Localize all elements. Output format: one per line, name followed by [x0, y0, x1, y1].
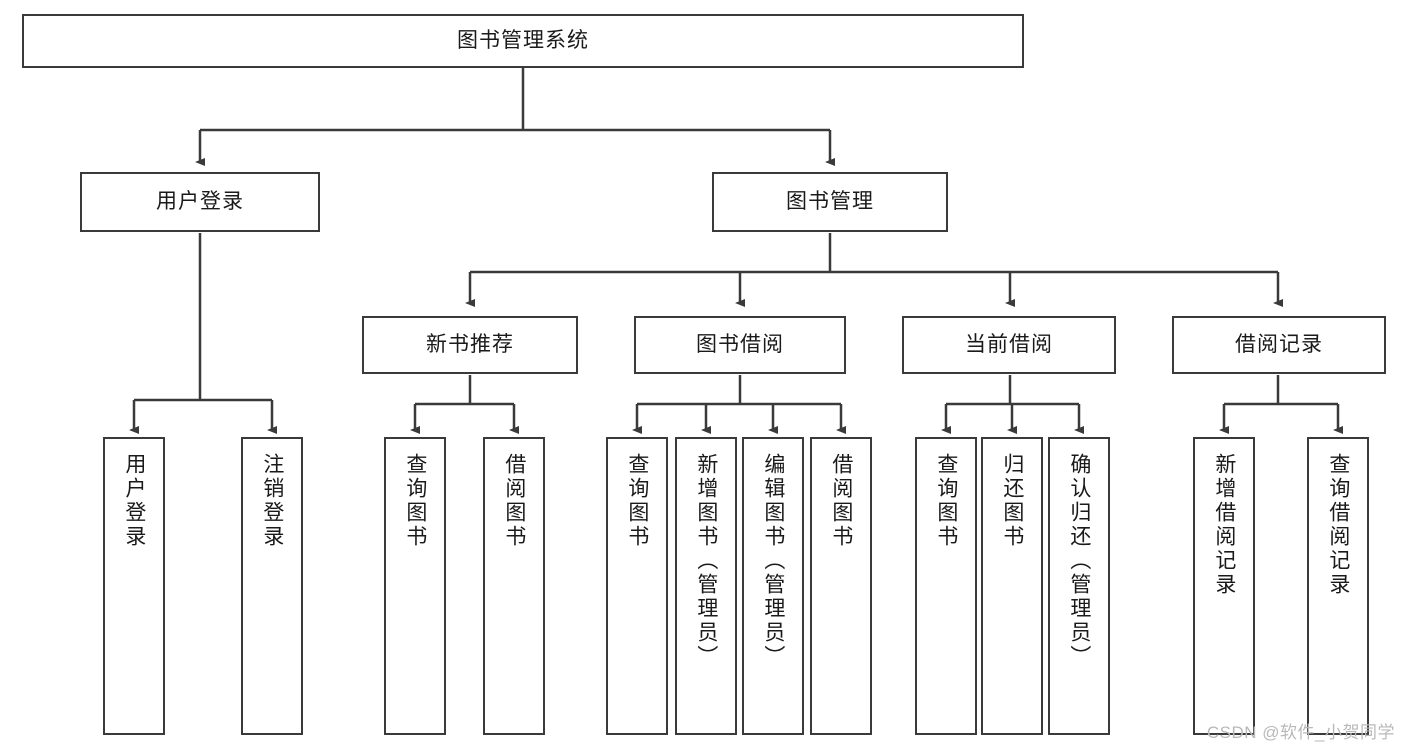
leaf-logout[interactable]: 注销登录: [241, 437, 303, 735]
leaf-edit-book-label: 编辑图书（管理员）: [761, 453, 785, 669]
leaf-return-book[interactable]: 归还图书: [981, 437, 1043, 735]
leaf-add-record-label: 新增借阅记录: [1212, 453, 1236, 597]
leaf-logout-label: 注销登录: [260, 453, 284, 549]
leaf-query-book-1[interactable]: 查询图书: [384, 437, 446, 735]
leaf-add-book[interactable]: 新增图书（管理员）: [675, 437, 737, 735]
leaf-confirm-return-label: 确认归还（管理员）: [1067, 453, 1091, 669]
leaf-borrow-book-2-label: 借阅图书: [829, 453, 853, 549]
leaf-user-login[interactable]: 用户登录: [103, 437, 165, 735]
node-root-label: 图书管理系统: [457, 29, 589, 53]
leaf-query-book-3[interactable]: 查询图书: [915, 437, 977, 735]
leaf-query-book-1-label: 查询图书: [403, 453, 427, 549]
leaf-query-record[interactable]: 查询借阅记录: [1307, 437, 1369, 735]
leaf-edit-book[interactable]: 编辑图书（管理员）: [742, 437, 804, 735]
node-book-borrow-label: 图书借阅: [696, 333, 784, 357]
node-book-manage-label: 图书管理: [786, 190, 874, 214]
node-current-borrow[interactable]: 当前借阅: [902, 316, 1116, 374]
leaf-return-book-label: 归还图书: [1000, 453, 1024, 549]
leaf-borrow-book-1[interactable]: 借阅图书: [483, 437, 545, 735]
leaf-add-record[interactable]: 新增借阅记录: [1193, 437, 1255, 735]
leaf-query-book-2-label: 查询图书: [625, 453, 649, 549]
leaf-query-book-2[interactable]: 查询图书: [606, 437, 668, 735]
watermark: CSDN @软件_小贺同学: [1206, 723, 1395, 742]
node-user-login[interactable]: 用户登录: [80, 172, 320, 232]
leaf-user-login-label: 用户登录: [122, 453, 146, 549]
leaf-add-book-label: 新增图书（管理员）: [694, 453, 718, 669]
node-new-book-recommend[interactable]: 新书推荐: [362, 316, 578, 374]
leaf-borrow-book-1-label: 借阅图书: [502, 453, 526, 549]
node-user-login-label: 用户登录: [156, 190, 244, 214]
leaf-confirm-return[interactable]: 确认归还（管理员）: [1048, 437, 1110, 735]
leaf-borrow-book-2[interactable]: 借阅图书: [810, 437, 872, 735]
node-root[interactable]: 图书管理系统: [22, 14, 1024, 68]
leaf-query-book-3-label: 查询图书: [934, 453, 958, 549]
node-book-manage[interactable]: 图书管理: [712, 172, 948, 232]
node-borrow-record[interactable]: 借阅记录: [1172, 316, 1386, 374]
node-current-borrow-label: 当前借阅: [965, 333, 1053, 357]
node-new-book-recommend-label: 新书推荐: [426, 333, 514, 357]
node-borrow-record-label: 借阅记录: [1235, 333, 1323, 357]
leaf-query-record-label: 查询借阅记录: [1326, 453, 1350, 597]
node-book-borrow[interactable]: 图书借阅: [634, 316, 846, 374]
